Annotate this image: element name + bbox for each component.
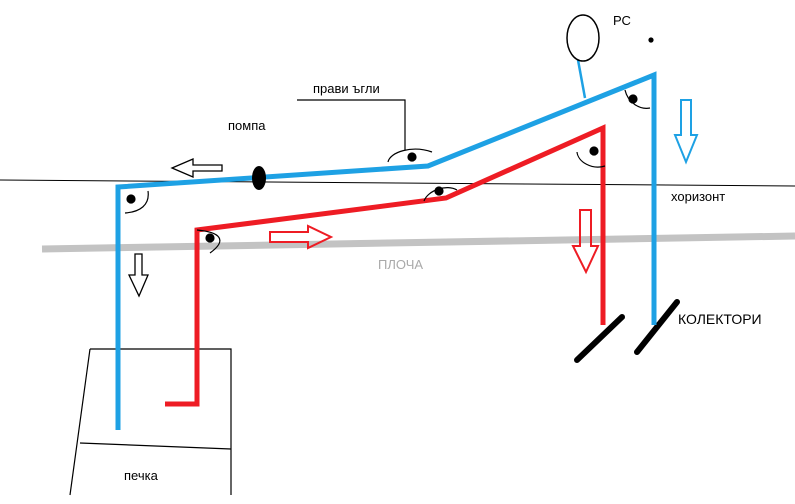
collectors xyxy=(574,299,680,363)
arrow-down-red-icon xyxy=(571,209,600,275)
label-pump: помпа xyxy=(228,118,266,133)
cold-pipe xyxy=(115,71,657,430)
label-slab: ПЛОЧА xyxy=(378,257,423,272)
horizon-line xyxy=(0,179,795,187)
label-collectors: КОЛЕКТОРИ xyxy=(678,311,762,327)
arrow-down-blue-icon xyxy=(673,99,699,165)
stove xyxy=(69,348,232,496)
arrow-down-left-icon xyxy=(127,253,149,298)
arrow-left-icon xyxy=(170,158,223,178)
right-angles-leader xyxy=(297,99,406,150)
slab-line xyxy=(41,232,795,253)
label-pc: РС xyxy=(613,13,631,28)
vessel-connector xyxy=(576,59,587,99)
label-stove: печка xyxy=(124,468,159,483)
pump-icon xyxy=(252,166,266,190)
label-horizon: хоризонт xyxy=(671,189,725,204)
hot-pipe xyxy=(165,124,606,407)
expansion-vessel-icon xyxy=(566,14,600,62)
arrow-right-red-icon xyxy=(269,224,334,250)
label-right-angles: прави ъгли xyxy=(313,81,380,96)
right-angle-markers xyxy=(124,37,654,254)
